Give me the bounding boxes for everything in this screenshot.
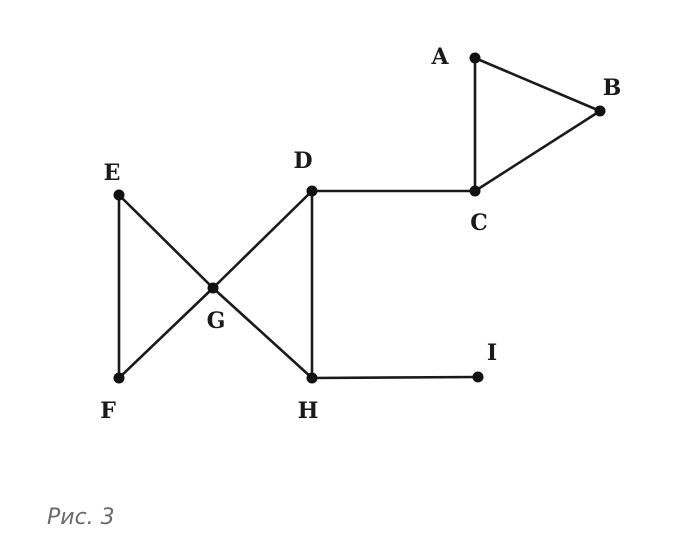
vertex-label-a: A <box>430 44 449 70</box>
vertex-label-h: H <box>298 398 319 424</box>
vertex-label-d: D <box>293 148 312 174</box>
vertex-label-f: F <box>100 398 116 424</box>
vertex-b <box>594 105 606 117</box>
edge-g-h <box>211 286 314 380</box>
vertex-label-g: G <box>207 308 226 334</box>
graph-vertices <box>113 52 606 384</box>
vertex-i <box>472 371 484 383</box>
vertex-a <box>469 52 481 64</box>
vertex-label-b: B <box>603 75 622 101</box>
edge-d-g <box>211 189 314 290</box>
graph-labels: A B C D E F G H I <box>100 44 621 424</box>
figure-caption: Рис. 3 <box>47 505 115 530</box>
vertex-label-c: C <box>470 210 488 236</box>
edge-f-g <box>117 286 215 380</box>
edge-a-b <box>473 56 602 113</box>
vertex-g <box>207 282 219 294</box>
vertex-e <box>113 189 125 201</box>
vertex-c <box>469 185 481 197</box>
vertex-f <box>113 372 125 384</box>
vertex-d <box>306 185 318 197</box>
vertex-h <box>306 372 318 384</box>
vertex-label-i: I <box>487 340 497 366</box>
edge-h-i <box>310 375 480 380</box>
edge-e-g <box>117 193 215 290</box>
edge-b-c <box>473 109 602 193</box>
graph-edges <box>117 56 602 380</box>
vertex-label-e: E <box>104 160 121 186</box>
